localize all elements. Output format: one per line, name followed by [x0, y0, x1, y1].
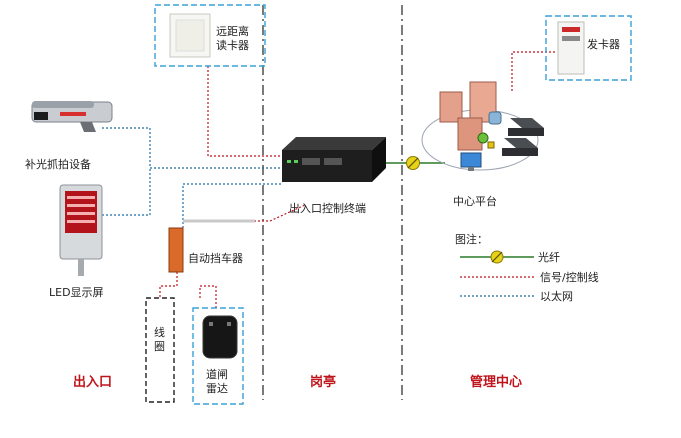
ethernet-camera-terminal: [102, 127, 282, 169]
led-screen-icon: [59, 184, 103, 276]
terminal-icon: [282, 137, 386, 182]
legend-signal-label: 信号/控制线: [540, 270, 599, 284]
signal-barrier-radar: [199, 285, 217, 308]
signal-reader-terminal: [207, 66, 282, 157]
ethernet-barrier-terminal: [182, 183, 282, 228]
signal-barrier-loop: [159, 272, 178, 298]
legend-title: 图注：: [455, 232, 488, 246]
radar-dash-box: [192, 307, 244, 405]
legend-fiber-label: 光纤: [538, 250, 560, 264]
remote-reader-label: 远距离读卡器: [216, 24, 249, 52]
remote-reader-icon: [169, 13, 211, 58]
center-platform-label: 中心平台: [453, 194, 497, 208]
radar-label: 道闸雷达: [206, 367, 228, 395]
camera-label: 补光抓拍设备: [25, 157, 91, 171]
camera-icon: [31, 101, 113, 132]
barrier-label: 自动挡车器: [188, 251, 243, 265]
legend: 图注： 光纤 信号/控制线 以太网: [455, 232, 599, 303]
remote-reader-dash-box: [154, 4, 266, 67]
legend-ethernet-label: 以太网: [540, 290, 573, 303]
loop-box: [145, 297, 175, 403]
signal-issuer-center: [511, 51, 555, 92]
card-issuer-dash-box: [545, 15, 632, 81]
legend-fiber-icon: [490, 250, 504, 264]
ethernet-lines: [102, 127, 282, 228]
signal-barrier-terminal: [190, 204, 306, 222]
barrier-icon: [168, 219, 255, 273]
loop-label: 线圈: [154, 325, 165, 353]
radar-icon: [202, 315, 238, 359]
zone-management-label: 管理中心: [470, 374, 522, 390]
card-issuer-icon: [557, 21, 585, 75]
terminal-label: 出入口控制终端: [289, 201, 366, 215]
zone-entrance-label: 出入口: [73, 374, 112, 390]
card-issuer-label: 发卡器: [587, 37, 620, 51]
fiber-node-icon: [406, 156, 420, 170]
signal-lines: [159, 51, 555, 308]
zone-booth-label: 岗亭: [310, 374, 336, 390]
led-screen-label: LED显示屏: [49, 286, 104, 299]
center-platform-icon: [421, 81, 544, 171]
ethernet-led-terminal: [102, 168, 151, 216]
